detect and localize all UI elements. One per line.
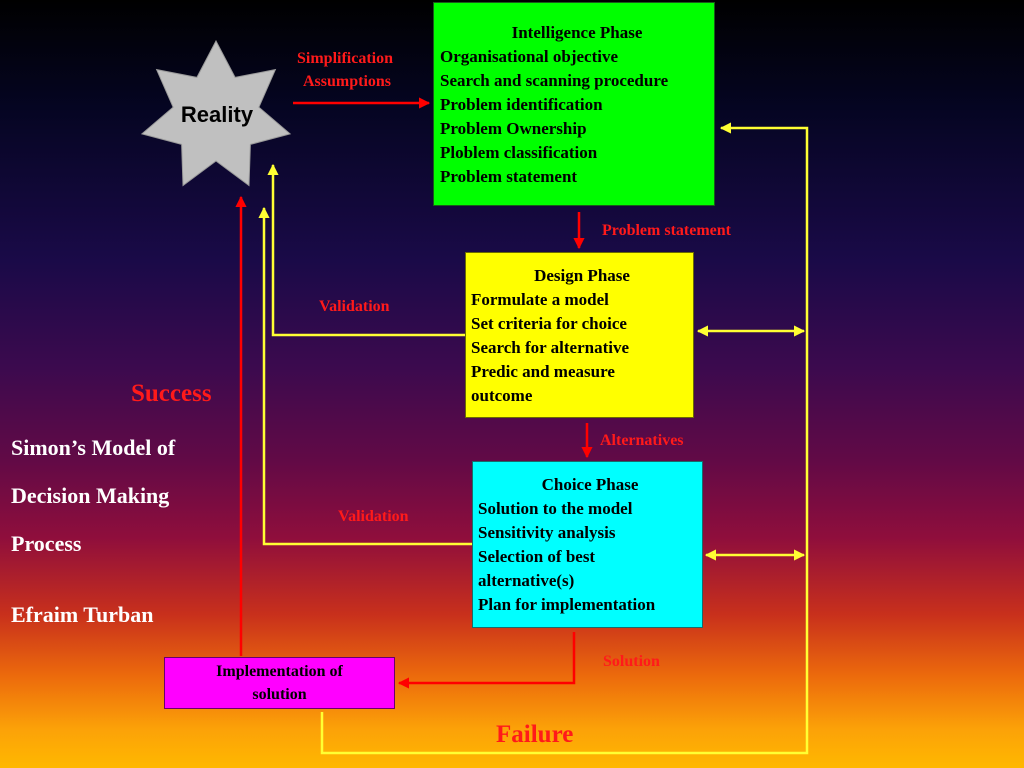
label-problem-statement: Problem statement	[602, 222, 731, 239]
slide-title-line: Process	[11, 531, 82, 556]
implementation-box: Implementation of solution	[164, 657, 395, 709]
arrow-choice-to-implementation	[397, 632, 576, 689]
label-solution: Solution	[603, 653, 660, 670]
label-validation-lower: Validation	[338, 508, 409, 525]
implementation-line: Implementation of	[216, 663, 343, 680]
choice-item: Selection of best	[478, 547, 596, 566]
design-item: Search for alternative	[471, 338, 629, 357]
label-alternatives: Alternatives	[600, 432, 684, 449]
intelligence-phase-title: Intelligence Phase	[511, 23, 643, 42]
author-name: Efraim Turban	[11, 602, 154, 627]
design-item: Set criteria for choice	[471, 314, 627, 333]
label-validation-upper: Validation	[319, 298, 390, 315]
choice-phase-box: Choice Phase Solution to the model Sensi…	[472, 461, 703, 628]
choice-item: Solution to the model	[478, 499, 633, 518]
design-phase-box: Design Phase Formulate a model Set crite…	[465, 252, 694, 418]
feedback-validation-choice	[258, 206, 472, 546]
intelligence-item: Problem identification	[440, 95, 603, 114]
design-item: Predic and measure	[471, 362, 615, 381]
intelligence-item: Search and scanning procedure	[440, 71, 669, 90]
label-assumptions: Assumptions	[303, 73, 392, 90]
feedback-validation-design	[267, 163, 465, 337]
success-label: Success	[131, 380, 212, 407]
slide-title-line: Simon’s Model of	[11, 435, 176, 460]
failure-label: Failure	[496, 721, 574, 748]
reality-label: Reality	[180, 102, 254, 127]
intelligence-phase-box: Intelligence Phase Organisational object…	[433, 2, 715, 206]
design-item: Formulate a model	[471, 290, 609, 309]
feedback-failure-loop	[320, 122, 809, 755]
design-phase-title: Design Phase	[534, 266, 630, 285]
design-item: outcome	[471, 386, 533, 405]
reality-star-shape	[140, 39, 292, 187]
slide-title-line: Decision Making	[11, 483, 170, 508]
choice-item: Sensitivity analysis	[478, 523, 616, 542]
implementation-line: solution	[252, 686, 307, 703]
choice-phase-title: Choice Phase	[541, 475, 639, 494]
choice-item: Plan for implementation	[478, 595, 656, 614]
intelligence-item: Organisational objective	[440, 47, 619, 66]
intelligence-item: Ploblem classification	[440, 143, 598, 162]
intelligence-item: Problem statement	[440, 167, 578, 186]
choice-item: alternative(s)	[478, 571, 575, 590]
intelligence-item: Problem Ownership	[440, 119, 587, 138]
label-simplification: Simplification	[297, 50, 394, 67]
